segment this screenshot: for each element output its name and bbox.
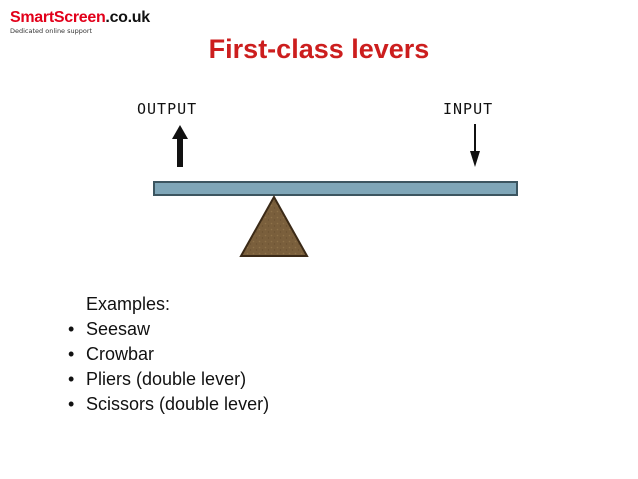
smartscreen-logo: SmartScreen.co.uk Dedicated online suppo… [10,10,150,35]
logo-brand-suffix: .co.uk [105,9,150,26]
bullet: • [68,369,75,389]
logo-tagline: Dedicated online support [10,27,93,35]
list-item: • Seesaw [68,317,269,342]
list-item-text: Seesaw [86,319,151,339]
logo-wordmark: SmartScreen.co.uk [10,10,150,26]
examples-heading: Examples: [86,294,171,314]
list-item-text: Crowbar [86,344,155,364]
list-item: • Pliers (double lever) [68,367,269,392]
list-item-text: Scissors (double lever) [86,394,270,414]
input-arrow-shaft [474,124,476,152]
input-label: INPUT [443,100,494,118]
logo-brand-primary: SmartScreen [10,9,106,26]
bullet: • [68,319,75,339]
input-arrow [470,124,480,167]
list-item: • Scissors (double lever) [68,392,270,417]
bullet: • [68,394,75,414]
output-arrow-shaft [177,137,183,167]
output-label: OUTPUT [137,100,198,118]
examples-list: •Seesaw •Crowbar •Pliers (double lever) … [68,317,270,417]
input-arrow-head [470,151,480,167]
fulcrum [239,194,309,257]
output-arrow-head [172,125,188,139]
list-item: • Crowbar [68,342,269,367]
list-item-text: Pliers (double lever) [86,369,247,389]
lever-beam [153,181,518,196]
slide-title: First-class levers [208,34,430,64]
output-arrow [172,125,188,167]
examples-section: Examples: • Seesaw • Crowbar • Pliers (doub… [68,292,270,417]
bullet: • [68,344,75,364]
